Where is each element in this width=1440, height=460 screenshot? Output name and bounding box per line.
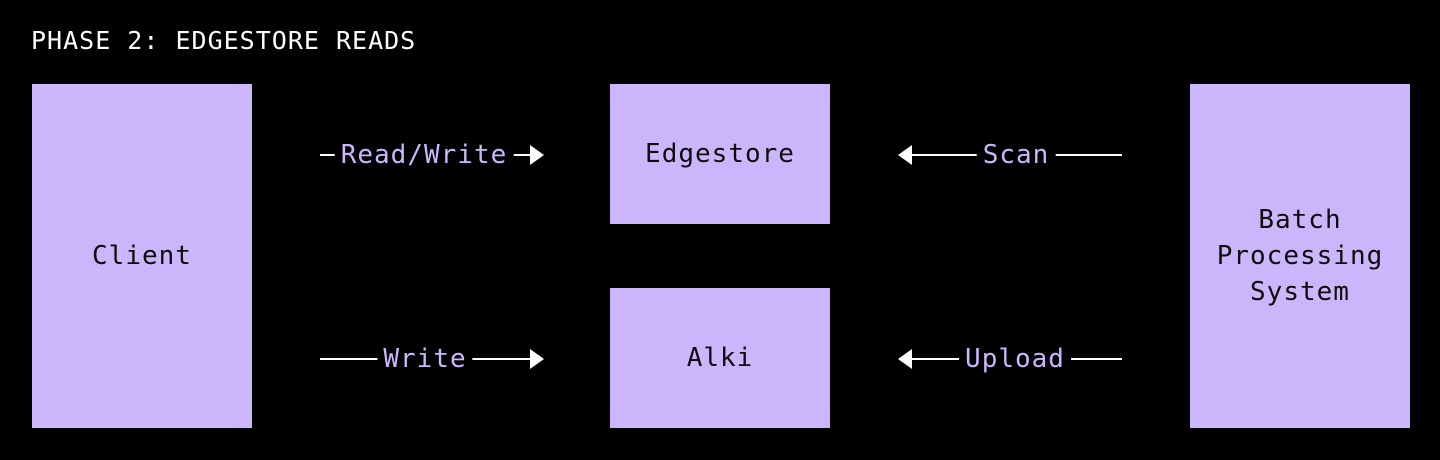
diagram-title: PHASE 2: EDGESTORE READS [31,26,417,55]
node-batch-processing-system: Batch Processing System [1190,84,1410,428]
node-client: Client [32,84,252,428]
node-alki: Alki [610,288,830,428]
edge-label-read-write: Read/Write [334,135,514,175]
edge-upload: Upload [898,339,1122,379]
edge-label-scan: Scan [976,135,1056,175]
edge-label-write: Write [377,339,473,379]
edge-scan: Scan [898,135,1122,175]
edge-label-upload: Upload [959,339,1071,379]
edge-read-write: Read/Write [320,135,544,175]
node-edgestore: Edgestore [610,84,830,224]
edge-write: Write [320,339,544,379]
